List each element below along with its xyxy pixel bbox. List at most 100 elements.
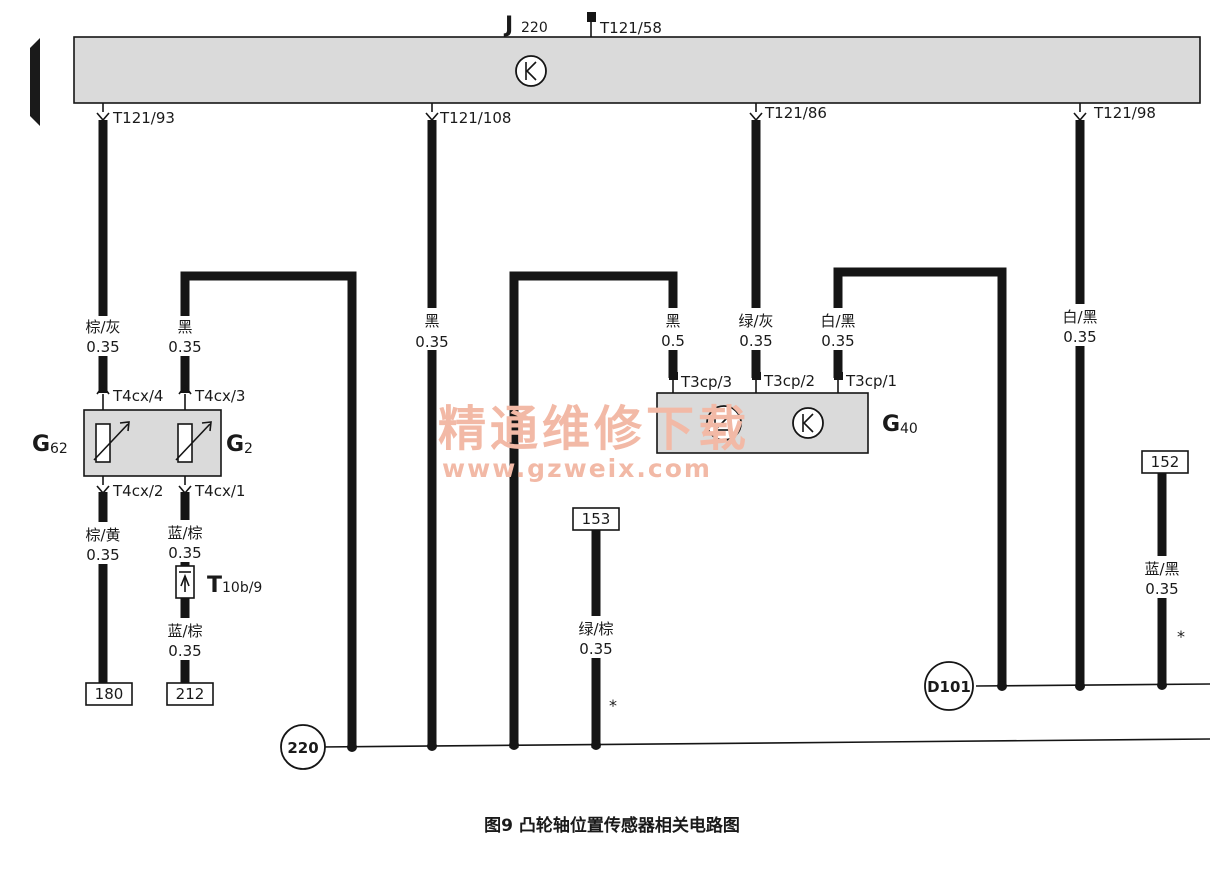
pin-label-t4cx-2: T4cx/2: [112, 482, 163, 500]
sensor-g40-box: [656, 392, 869, 454]
junction-dot: [591, 740, 601, 750]
svg-text:白/黑: 白/黑: [1062, 308, 1097, 326]
svg-text:绿/棕: 绿/棕: [578, 620, 613, 638]
pin-label-t121-98: T121/98: [1093, 104, 1156, 122]
svg-text:153: 153: [582, 510, 611, 528]
sensor-g62-letter: G: [32, 432, 50, 457]
ecu-top-connector-icon: [587, 12, 596, 37]
ground-bus-d101: [975, 683, 1211, 687]
svg-text:0.5: 0.5: [661, 332, 685, 350]
pin-label-t4cx-4: T4cx/4: [112, 387, 163, 405]
connector-t10b-letter: T: [207, 573, 222, 598]
svg-text:白/黑: 白/黑: [820, 312, 855, 330]
ground-220-label: 220: [287, 739, 318, 757]
svg-text:棕/黄: 棕/黄: [85, 526, 120, 544]
pin-arrow-t121-98: [1073, 103, 1087, 122]
sensor-g2-number: 2: [244, 441, 253, 457]
svg-text:黑: 黑: [424, 312, 439, 330]
pin-label-t3cp-1: T3cp/1: [845, 372, 897, 390]
sensor-g40-pin-icons: [669, 372, 843, 393]
junction-dot: [509, 740, 519, 750]
ref-box-180: 180: [85, 682, 133, 706]
ecu-number: 220: [521, 20, 548, 36]
wire-label-152: 蓝/黑 0.35: [1140, 556, 1184, 598]
svg-text:0.35: 0.35: [86, 546, 119, 564]
watermark-url: www.gzweix.com: [442, 454, 712, 483]
junction-dot: [427, 741, 437, 751]
wire-label-153: 绿/棕 0.35: [574, 616, 618, 658]
sensor-g40-letter: G: [882, 412, 900, 437]
pin-arrow-t121-86: [749, 103, 763, 122]
pin-arrow-t121-93: [96, 103, 110, 122]
svg-text:0.35: 0.35: [168, 544, 201, 562]
pin-label-t4cx-1: T4cx/1: [194, 482, 245, 500]
wire-label-t121-86: 绿/灰 0.35: [734, 308, 778, 350]
pin-label-t121-93: T121/93: [112, 109, 175, 127]
junction-dot: [997, 681, 1007, 691]
connector-t10b-rest: 10b/9: [222, 580, 262, 596]
wire-label-g2-out: 蓝/棕 0.35: [164, 520, 206, 562]
svg-text:黑: 黑: [177, 318, 192, 336]
pin-arrows-bottom-left: [96, 476, 192, 495]
wire-label-t10b-out: 蓝/棕 0.35: [164, 618, 206, 660]
wire-label-t121-108: 黑 0.35: [411, 308, 453, 351]
ground-220: 220: [280, 724, 326, 770]
wire-g40-pin1-to-ground-d101: [833, 267, 1007, 686]
ecu-j220-bar: [73, 36, 1201, 104]
pin-label-t4cx-3: T4cx/3: [194, 387, 245, 405]
svg-text:0.35: 0.35: [168, 642, 201, 660]
sensor-g62-g2-arrows-top: [96, 384, 192, 410]
sensor-g62-element: [93, 421, 130, 463]
ref-box-152: 152: [1141, 450, 1189, 474]
wire-g2-to-ground-220: [180, 271, 357, 748]
junction-dot: [1157, 680, 1167, 690]
page-edge-mark: [30, 38, 40, 126]
figure-caption: 图9 凸轮轴位置传感器相关电路图: [484, 815, 740, 836]
svg-text:棕/灰: 棕/灰: [85, 318, 120, 336]
sensor-k-symbol: [792, 407, 824, 439]
pin-label-t3cp-3: T3cp/3: [680, 373, 732, 391]
ref-box-153: 153: [572, 507, 620, 531]
svg-text:0.35: 0.35: [1063, 328, 1096, 346]
wire-label-g62-out: 棕/黄 0.35: [82, 522, 124, 564]
svg-text:0.35: 0.35: [168, 338, 201, 356]
svg-text:0.35: 0.35: [86, 338, 119, 356]
pin-label-t121-108: T121/108: [439, 109, 511, 127]
ground-d101: D101: [924, 661, 974, 711]
svg-text:蓝/棕: 蓝/棕: [167, 524, 202, 542]
hall-sensor-icon: [706, 405, 742, 441]
svg-text:蓝/黑: 蓝/黑: [1144, 560, 1179, 578]
wire-label-g2-black: 黑 0.35: [164, 316, 206, 356]
footnote-star-152: *: [1177, 627, 1185, 646]
svg-text:212: 212: [176, 685, 205, 703]
ref-box-212: 212: [166, 682, 214, 706]
pin-label-t3cp-2: T3cp/2: [763, 372, 815, 390]
svg-text:180: 180: [95, 685, 124, 703]
ecu-k-symbol: [515, 55, 547, 87]
sensor-g2-letter: G: [226, 432, 244, 457]
svg-text:152: 152: [1151, 453, 1180, 471]
ecu-top-connector-label: T121/58: [599, 19, 662, 37]
junction-dot: [347, 742, 357, 752]
junction-dot: [1075, 681, 1085, 691]
svg-text:0.35: 0.35: [1145, 580, 1178, 598]
ground-d101-label: D101: [927, 678, 971, 696]
pin-arrow-t121-108: [425, 103, 439, 122]
svg-text:黑: 黑: [665, 312, 680, 330]
sensor-g40-number: 40: [900, 421, 918, 437]
wire-label-g40-pin1: 白/黑 0.35: [816, 308, 860, 350]
svg-text:0.35: 0.35: [739, 332, 772, 350]
ecu-letter: J: [503, 13, 513, 38]
sensor-g62-number: 62: [50, 441, 68, 457]
wire-label-t121-98: 白/黑 0.35: [1058, 304, 1102, 346]
watermark-text: 精通维修下载: [438, 401, 750, 457]
svg-text:0.35: 0.35: [821, 332, 854, 350]
svg-text:蓝/棕: 蓝/棕: [167, 622, 202, 640]
svg-text:0.35: 0.35: [579, 640, 612, 658]
footnote-star-153: *: [609, 696, 617, 715]
pin-label-t121-86: T121/86: [764, 104, 827, 122]
svg-text:0.35: 0.35: [415, 333, 448, 351]
sensor-g2-element: [175, 421, 212, 463]
